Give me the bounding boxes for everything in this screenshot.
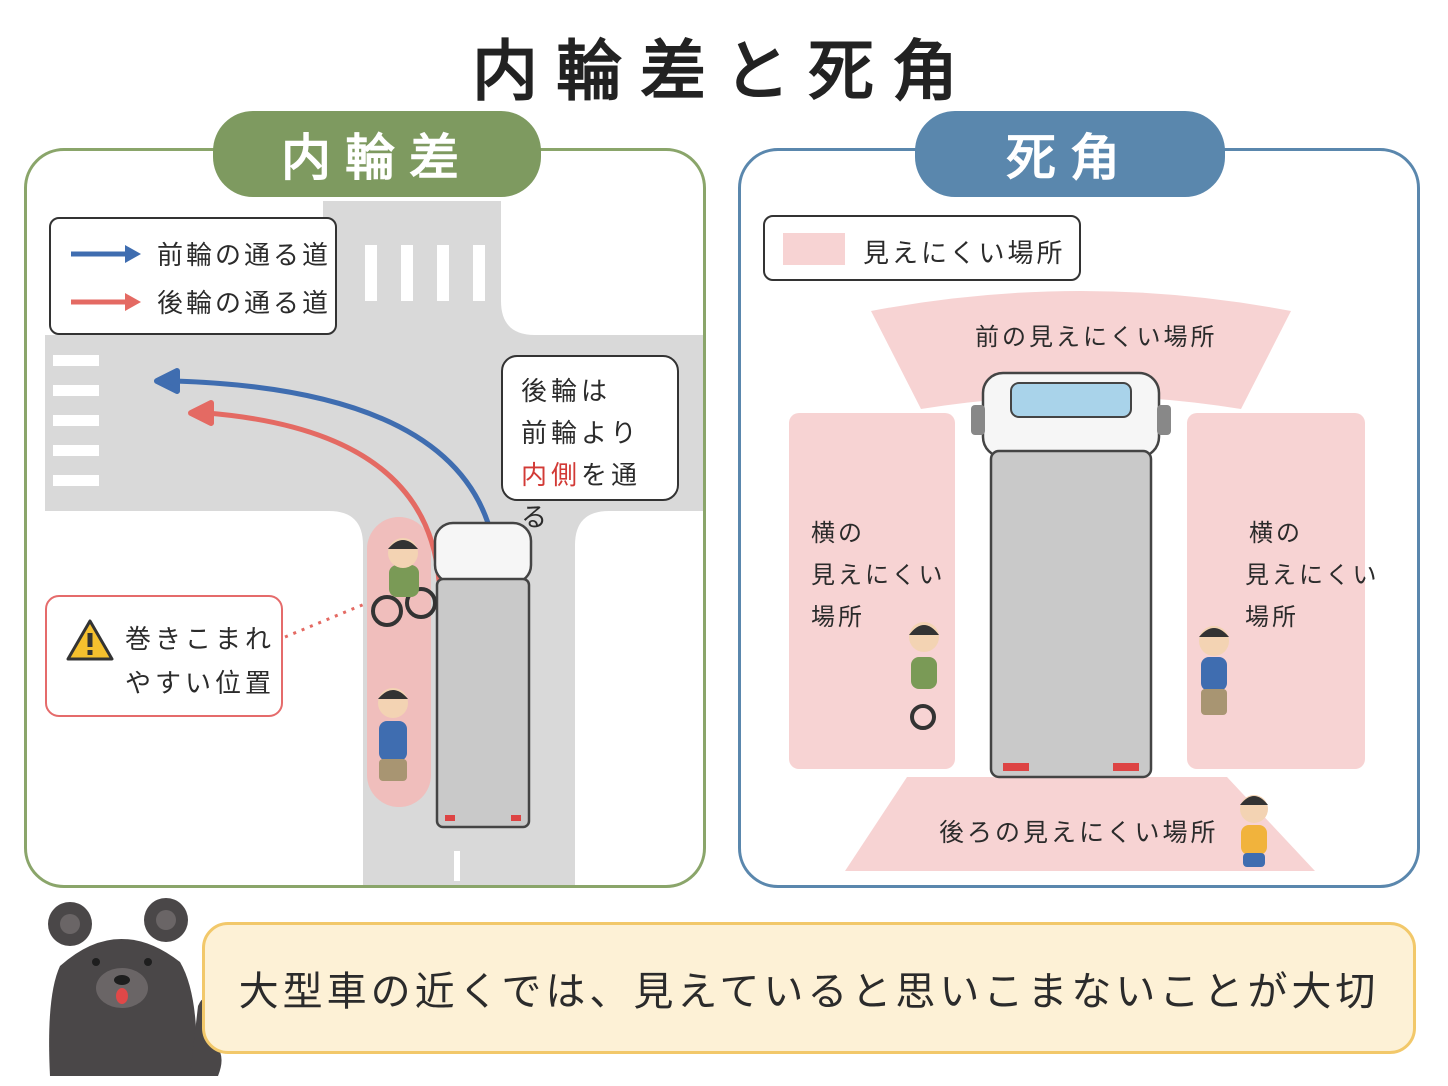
inner-wheel-difference-panel: 内輪差 前輪の通る道 後輪の通る道 後輪は 前輪より 内側を通る 巻きこまれ や… — [24, 111, 706, 888]
left-zone-label-2: 見えにくい — [811, 561, 946, 589]
front-zone-label: 前の見えにくい場所 — [975, 323, 1218, 351]
truck-top-view — [971, 371, 1171, 779]
left-zone-label-3: 場所 — [811, 603, 865, 631]
truck-blind-spot-scene — [789, 291, 1365, 871]
legend-front-row: 前輪の通る道 — [69, 235, 331, 272]
rear-blind-zone — [845, 777, 1315, 871]
inner-wheel-tab: 内輪差 — [213, 111, 541, 197]
bubble-line-3: 内側を通る — [521, 455, 659, 539]
rear-child-figure — [1240, 795, 1268, 867]
legend-rear-row: 後輪の通る道 — [69, 283, 331, 320]
crosswalk-left — [53, 355, 99, 486]
right-zone-label-1: 横の — [1249, 519, 1303, 547]
right-zone-label-3: 場所 — [1245, 603, 1299, 631]
blind-spot-legend: 見えにくい場所 — [763, 215, 1081, 281]
legend-rear-label: 後輪の通る道 — [157, 289, 332, 319]
key-message-banner: 大型車の近くでは、見えていると思いこまないことが大切 — [202, 922, 1416, 1054]
bubble-highlight: 内側 — [521, 461, 582, 491]
right-zone-label-2: 見えにくい — [1245, 561, 1380, 589]
bubble-line-2: 前輪より — [521, 419, 641, 449]
blind-spot-legend-label: 見えにくい場所 — [863, 239, 1066, 269]
key-message-text: 大型車の近くでは、見えていると思いこまないことが大切 — [238, 969, 1380, 1015]
warning-line-1: 巻きこまれ — [125, 625, 276, 655]
warning-pointer-line — [284, 601, 368, 639]
truck — [433, 521, 533, 829]
wheel-path-legend: 前輪の通る道 後輪の通る道 — [49, 217, 337, 335]
bubble-line-3-rest: を通る — [521, 461, 642, 533]
warning-triangle-icon — [66, 619, 114, 661]
bubble-line-1: 後輪は — [521, 377, 612, 407]
red-arrow-icon — [71, 292, 141, 311]
side-pedestrian-figure — [1199, 626, 1229, 715]
blind-zone-swatch — [783, 233, 845, 265]
blind-spot-panel: 死角 見えにくい場所 前の見えにくい場所 横の 見えにくい 場所 横の 見えにく… — [738, 111, 1420, 888]
entrapment-warning-box: 巻きこまれ やすい位置 — [45, 595, 283, 717]
rear-zone-label: 後ろの見えにくい場所 — [939, 818, 1219, 847]
page-title: 内輪差と死角 — [472, 33, 976, 110]
pedestrian-figure — [378, 688, 408, 781]
left-blind-zone — [789, 413, 955, 769]
cyclist-figure — [371, 538, 437, 627]
warning-line-2: やすい位置 — [125, 669, 276, 699]
side-cyclist-figure — [909, 622, 939, 730]
left-zone-label-1: 横の — [811, 519, 865, 547]
crosswalk-top — [365, 245, 485, 301]
legend-front-label: 前輪の通る道 — [157, 241, 332, 271]
blind-spot-tab: 死角 — [915, 111, 1225, 197]
front-blind-zone — [871, 291, 1291, 409]
explanation-bubble: 後輪は 前輪より 内側を通る — [501, 355, 679, 533]
right-blind-zone — [1187, 413, 1365, 769]
blue-arrow-icon — [71, 244, 141, 263]
rear-wheel-path — [206, 410, 442, 582]
